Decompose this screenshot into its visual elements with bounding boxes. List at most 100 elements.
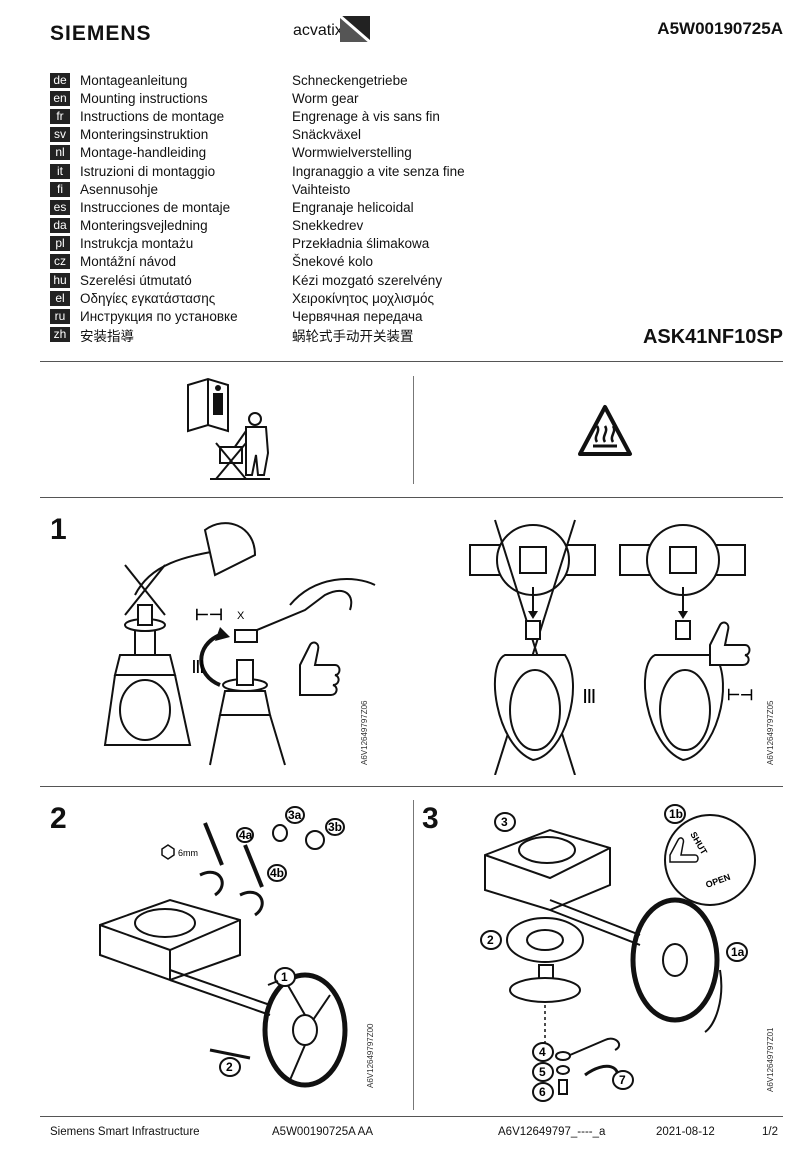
language-doc-title: Instrukcja montażu (80, 236, 194, 252)
language-product-name: Schneckengetriebe (292, 72, 408, 88)
language-code-badge: hu (50, 272, 70, 288)
language-row: it Istruzioni di montaggio Ingranaggio a v… (50, 162, 465, 180)
language-doc-title: Οδηγίες εγκατάστασης (80, 290, 216, 306)
footer-doc: A5W00190725A AA (272, 1126, 374, 1138)
svg-text:5: 5 (539, 1065, 546, 1079)
language-code-badge: de (50, 72, 70, 88)
language-doc-title: Mounting instructions (80, 90, 208, 106)
language-doc-title: Instructions de montage (80, 108, 225, 124)
language-doc-title: 安装指導 (80, 328, 134, 344)
language-code-badge: en (50, 90, 70, 106)
language-code-badge: zh (50, 327, 70, 343)
language-product-name: Šnekové kolo (292, 254, 374, 270)
language-doc-title: Montageanleitung (80, 72, 188, 88)
language-row: de Montageanleitung Schneckengetriebe (50, 71, 465, 89)
svg-text:1: 1 (281, 970, 288, 984)
svg-text:7: 7 (619, 1073, 626, 1087)
wrench-size-label: 6mm (178, 848, 198, 858)
language-product-name: Worm gear (292, 90, 359, 106)
divider (40, 1116, 783, 1117)
footer-ref: A6V12649797_----_a (498, 1126, 606, 1138)
divider-vertical (413, 376, 414, 484)
product-code: ASK41NF10SP (642, 326, 783, 348)
document-code: A5W00190725A (657, 19, 783, 38)
step2-illustration: 6mm 4a 3a 3b 4b 1 2 (99, 806, 348, 1088)
svg-text:4: 4 (539, 1045, 546, 1059)
language-product-name: Kézi mozgató szerelvény (292, 272, 443, 288)
language-table: de Montageanleitung Schneckengetriebe en Mou… (50, 71, 465, 344)
language-code-badge: sv (50, 127, 70, 143)
language-code-badge: ru (50, 309, 70, 325)
language-product-name: Snäckväxel (292, 127, 362, 143)
language-doc-title: Istruzioni di montaggio (80, 163, 216, 179)
language-doc-title: Instrucciones de montaje (80, 199, 231, 215)
language-code-badge: cz (50, 254, 70, 270)
language-doc-title: Asennusohje (80, 181, 159, 197)
language-doc-title: Monteringsvejledning (80, 218, 208, 234)
figure-code: A6V12649797Z06 (360, 700, 369, 766)
acvatix-logo: acvatix (293, 22, 343, 39)
svg-text:3a: 3a (288, 808, 302, 822)
language-product-name: Ingranaggio a vite senza fine (292, 163, 465, 179)
svg-text:2: 2 (226, 1060, 233, 1074)
svg-text:6: 6 (539, 1085, 546, 1099)
svg-text:⊢⊣: ⊢⊣ (195, 607, 223, 624)
language-doc-title: Monteringsinstruktion (80, 127, 209, 143)
language-row: fr Instructions de montage Engrenage à vis… (50, 107, 465, 125)
language-product-name: Χειροκίνητος μοχλισμός (292, 290, 435, 306)
hot-surface-warning-icon (578, 405, 632, 456)
svg-text:1a: 1a (731, 945, 745, 959)
read-manual-icon (187, 377, 270, 480)
language-row: cz Montážní návod Šnekové kolo (50, 253, 465, 271)
language-product-name: Engrenage à vis sans fin (292, 108, 440, 124)
step-number: 1 (50, 513, 67, 546)
language-doc-title: Montážní návod (80, 254, 177, 270)
svg-text:2: 2 (487, 933, 494, 947)
step3-illustration: 3 SHUT OPEN 1b 2 1a 4 5 6 7 (480, 804, 756, 1102)
footer-company: Siemens Smart Infrastructure (50, 1126, 200, 1138)
x-label: X (237, 610, 245, 622)
svg-text:4b: 4b (270, 866, 284, 880)
language-row: fi Asennusohje Vaihteisto (50, 180, 465, 198)
svg-text:4a: 4a (239, 828, 253, 842)
figure-code: A6V12649797Z05 (766, 700, 775, 766)
footer-page: 1/2 (762, 1126, 778, 1138)
svg-text:⊢⊣: ⊢⊣ (727, 687, 753, 704)
language-doc-title: Szerelési útmutató (80, 272, 192, 288)
language-code-badge: it (50, 163, 70, 179)
svg-text:3b: 3b (328, 820, 342, 834)
step-number: 2 (50, 802, 67, 835)
svg-text:3: 3 (501, 815, 508, 829)
language-product-name: Червячная передача (292, 309, 423, 325)
step1-right-illustration: ||| ⊢⊣ (469, 519, 753, 775)
svg-text:|||: ||| (192, 657, 204, 673)
language-code-badge: pl (50, 236, 70, 252)
divider (40, 361, 783, 362)
figure-code: A6V12649797Z01 (766, 1027, 775, 1093)
language-row: en Mounting instructions Worm gear (50, 89, 465, 107)
language-row: pl Instrukcja montażu Przekładnia ślimakow… (50, 235, 465, 253)
language-product-name: Przekładnia ślimakowa (292, 236, 430, 252)
language-product-name: Snekkedrev (292, 218, 364, 234)
svg-text:|||: ||| (583, 687, 596, 704)
divider-vertical (413, 800, 414, 1110)
svg-text:1b: 1b (669, 807, 683, 821)
language-code-badge: fr (50, 108, 70, 124)
figure-code: A6V12649797Z00 (366, 1023, 375, 1089)
divider (40, 786, 783, 787)
language-code-badge: fi (50, 181, 70, 197)
language-product-name: Wormwielverstelling (292, 145, 412, 161)
acvatix-mark-icon (339, 14, 371, 44)
language-product-name: Vaihteisto (292, 181, 351, 197)
language-row: zh 安装指導 蜗轮式手动开关装置 (50, 326, 465, 344)
divider (40, 497, 783, 498)
language-product-name: 蜗轮式手动开关装置 (292, 328, 414, 344)
siemens-logo: SIEMENS (50, 22, 152, 45)
language-code-badge: el (50, 290, 70, 306)
language-row: el Οδηγίες εγκατάστασης Χειροκίνητος μοχλι… (50, 289, 465, 307)
language-code-badge: nl (50, 145, 70, 161)
